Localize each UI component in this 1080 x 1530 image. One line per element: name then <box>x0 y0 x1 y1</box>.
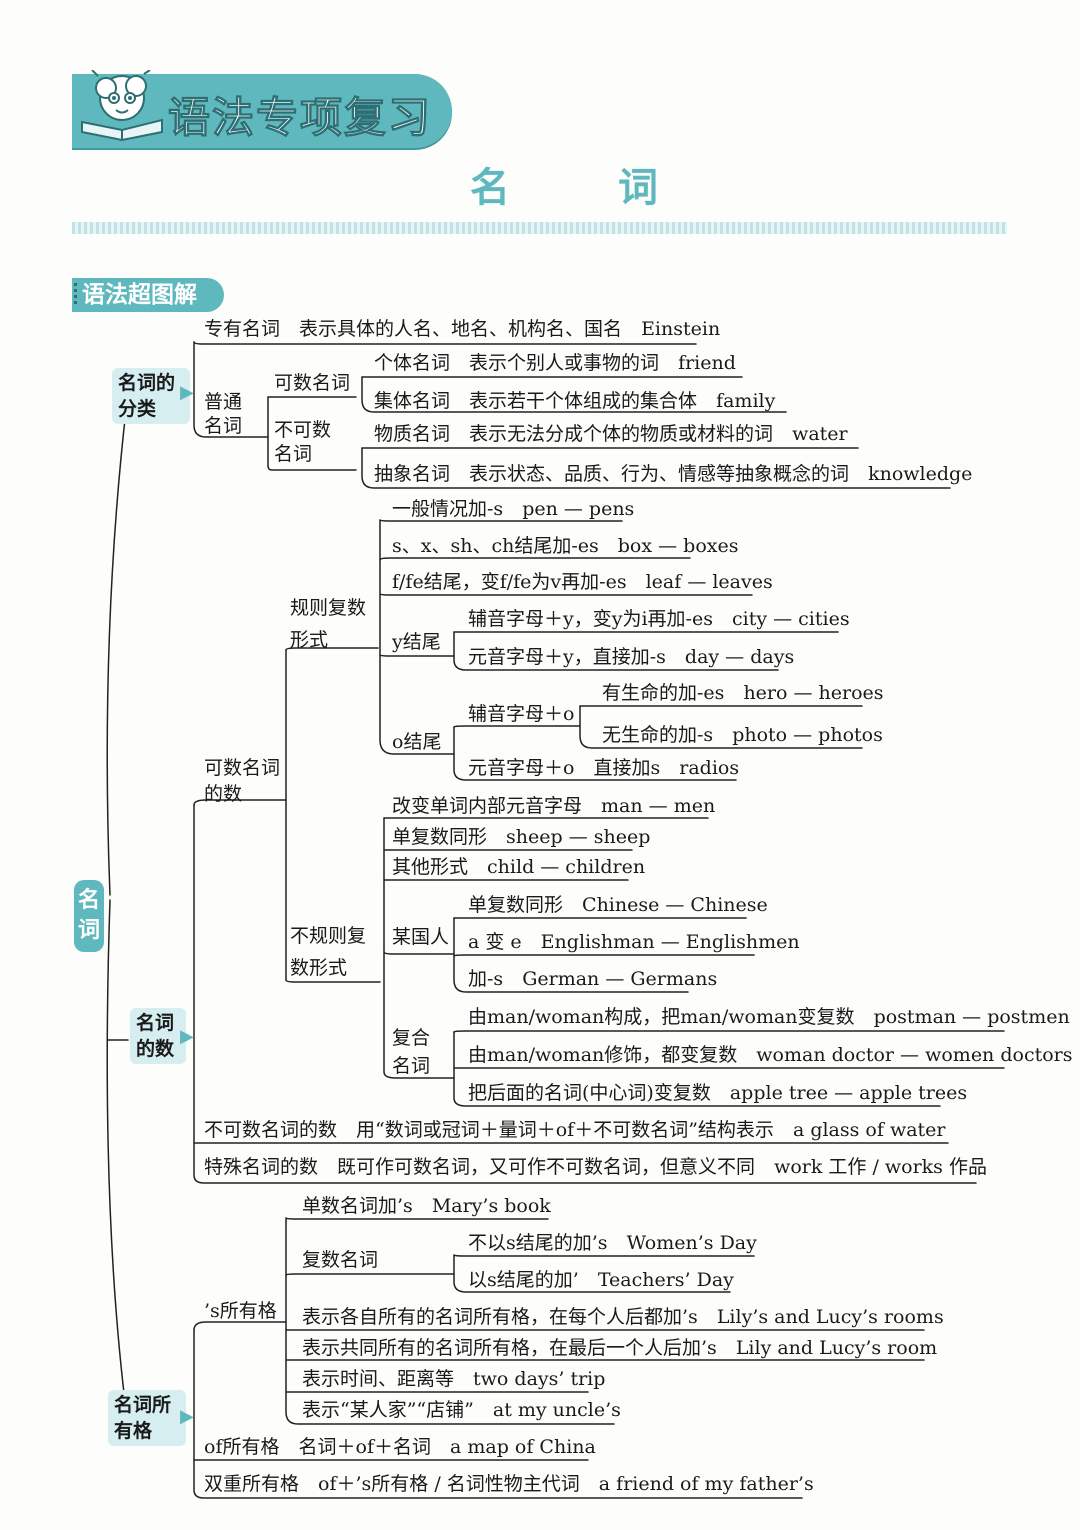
material-noun: 物质名词 表示无法分成个体的物质或材料的词 water <box>374 423 848 445</box>
compound-modify: 由man/woman修饰，都变复数 woman doctor — women d… <box>468 1044 1073 1066</box>
root-node: 名词 <box>74 880 104 952</box>
branch-number: 名词的数 <box>130 1008 186 1064</box>
poss-s-end: 以s结尾的加’ Teachers’ Day <box>468 1269 734 1291</box>
irr-other: 其他形式 child — children <box>392 856 646 878</box>
compound-head: 把后面的名词(中心词)变复数 apple tree — apple trees <box>468 1082 968 1104</box>
compound-man: 由man/woman构成，把man/woman变复数 postman — pos… <box>468 1006 1070 1028</box>
poss-time: 表示时间、距离等 two days’ trip <box>302 1368 606 1390</box>
arrow-icon: ▶ <box>180 1406 194 1427</box>
abstract-noun: 抽象名词 表示状态、品质、行为、情感等抽象概念的词 knowledge <box>374 463 973 485</box>
of-possessive: of所有格 名词＋of＋名词 a map of China <box>204 1436 596 1458</box>
rule-y-end: y结尾 <box>392 631 441 653</box>
banner-title: 语法专项复习 <box>167 93 433 143</box>
special-number: 特殊名词的数 既可作可数名词，又可作不可数名词，但意义不同 work 工作 / … <box>204 1156 987 1178</box>
nation-same: 单复数同形 Chinese — Chinese <box>468 894 768 916</box>
poss-not-s: 不以s结尾的加’s Women’s Day <box>468 1232 757 1254</box>
rule-general: 一般情况加-s pen — pens <box>392 498 635 520</box>
rule-o-vowel: 元音字母＋o 直接加s radios <box>468 757 740 779</box>
collective-noun: 集体名词 表示若干个体组成的集合体 family <box>374 390 776 412</box>
irregular-plural: 不规则复数形式 <box>290 925 367 979</box>
proper-noun: 专有名词 表示具体的人名、地名、机构名、国名 Einstein <box>204 318 721 340</box>
countable-number: 可数名词的数 <box>204 757 281 805</box>
rule-f-fe: f/fe结尾，变f/fe为v再加-es leaf — leaves <box>392 571 773 593</box>
common-noun: 普通名词 <box>204 391 243 437</box>
double-possessive: 双重所有格 of＋’s所有格 / 名词性物主代词 a friend of my … <box>204 1473 814 1495</box>
rule-o-consonant: 辅音字母＋o <box>468 703 575 725</box>
poss-separate: 表示各自所有的名词所有格，在每个人后都加’s Lily’s and Lucy’s… <box>302 1306 944 1328</box>
nation-a-e: a 变 e Englishman — Englishmen <box>468 931 800 953</box>
page-title: 名 词 <box>470 165 692 211</box>
book-mascot-icon <box>81 70 163 142</box>
arrow-icon: ▶ <box>180 1026 194 1047</box>
rule-o-end: o结尾 <box>392 731 442 753</box>
poss-joint: 表示共同所有的名词所有格，在最后一个人后加’s Lily and Lucy’s … <box>302 1337 938 1359</box>
rule-o-nonliving: 无生命的加-s photo — photos <box>602 724 883 746</box>
poss-singular: 单数名词加’s Mary’s book <box>302 1195 551 1217</box>
nationality: 某国人 <box>392 926 450 948</box>
rule-y-vowel: 元音字母＋y，直接加-s day — days <box>468 646 795 668</box>
rule-y-consonant: 辅音字母＋y，变y为i再加-es city — cities <box>468 608 850 630</box>
nation-s: 加-s German — Germans <box>468 968 718 990</box>
regular-plural: 规则复数形式 <box>290 597 367 651</box>
uncountable-number: 不可数名词的数 用“数词或冠词＋量词＋of＋不可数名词”结构表示 a glass… <box>204 1119 946 1141</box>
uncountable-noun: 不可数名词 <box>274 419 332 465</box>
branch-classification: 名词的分类 <box>112 368 190 424</box>
individual-noun: 个体名词 表示个别人或事物的词 friend <box>374 352 736 374</box>
section-tag: 语法超图解 <box>72 278 224 312</box>
irr-same: 单复数同形 sheep — sheep <box>392 826 651 848</box>
branch-possessive: 名词所有格 <box>108 1390 186 1446</box>
arrow-icon: ▶ <box>180 382 194 403</box>
rule-o-living: 有生命的加-es hero — heroes <box>602 682 884 704</box>
compound-noun: 复合名词 <box>392 1027 431 1077</box>
rule-es: s、x、sh、ch结尾加-es box — boxes <box>392 535 739 557</box>
s-possessive: ’s所有格 <box>204 1300 277 1322</box>
countable-noun: 可数名词 <box>274 372 351 394</box>
poss-home: 表示“某人家”“店铺” at my uncle’s <box>302 1399 621 1421</box>
poss-plural: 复数名词 <box>302 1249 379 1271</box>
irr-vowel: 改变单词内部元音字母 man — men <box>392 795 716 817</box>
divider <box>72 222 1007 234</box>
